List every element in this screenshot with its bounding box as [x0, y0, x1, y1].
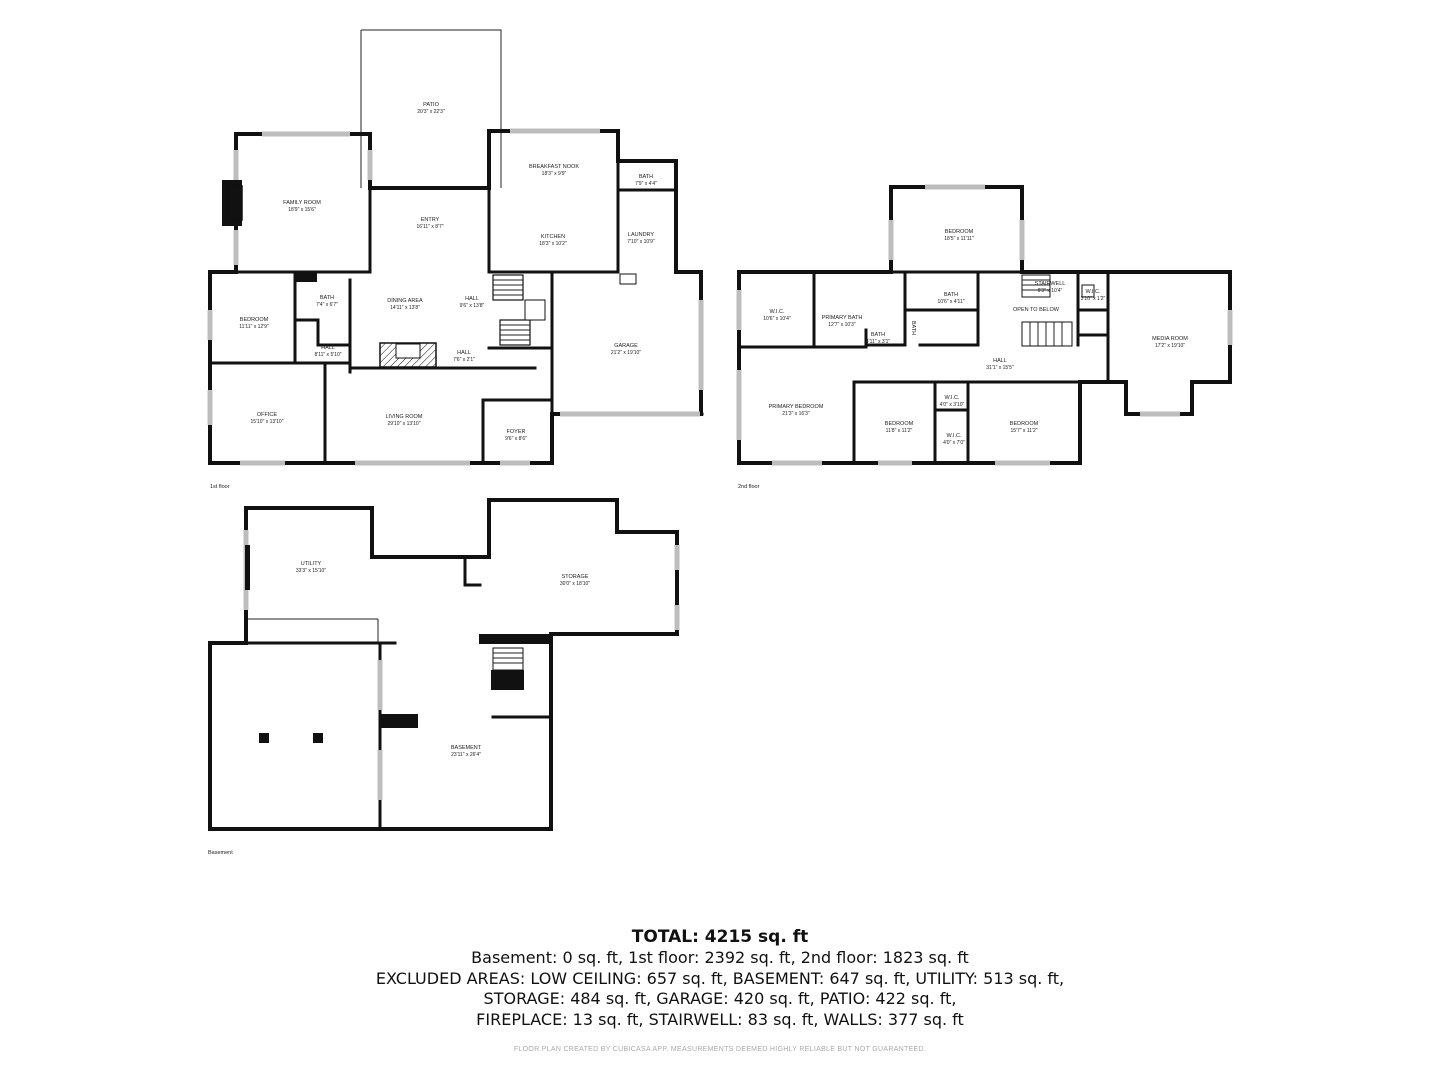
summary-line-floors: Basement: 0 sq. ft, 1st floor: 2392 sq. … [471, 948, 969, 967]
room-name-bedroom-2: BEDROOM [885, 421, 914, 427]
room-dims-living: 29'10" x 13'10" [388, 421, 421, 427]
room-dims-bedroom-top: 18'5" x 11'11" [944, 236, 974, 242]
room-name-bath-1: BATH [320, 295, 334, 301]
room-name-bath-small: BATH [639, 174, 653, 180]
basement-floor-label: Basement [208, 850, 233, 856]
room-dims-bath-1: 7'4" x 6'7" [316, 302, 338, 308]
room-dims-storage: 30'0" x 18'10" [560, 581, 590, 587]
room-name-patio: PATIO [423, 102, 439, 108]
room-name-bath-vert: BATH [910, 321, 916, 335]
summary-line-excluded-3: FIREPLACE: 13 sq. ft, STAIRWELL: 83 sq. … [476, 1009, 964, 1029]
room-name-bath-tiny: BATH [871, 332, 885, 338]
room-name-hall-3: HALL [457, 350, 471, 356]
room-dims-entry: 16'11" x 8'7" [416, 224, 443, 230]
room-name-foyer: FOYER [507, 429, 526, 435]
basement-stairs [491, 647, 524, 690]
first-floor-plan [207, 29, 704, 466]
room-dims-media: 17'2" x 19'10" [1155, 343, 1185, 349]
room-dims-wic-2: 4'0" x 3'10" [940, 402, 965, 408]
room-dims-wic-1: 10'6" x 10'4" [763, 316, 791, 322]
room-dims-hall-3: 7'6" x 2'1" [453, 357, 475, 363]
room-name-wic-2: W.I.C. [945, 395, 960, 401]
room-dims-laundry: 7'10" x 10'9" [627, 239, 655, 245]
room-dims-stairwell: 8'3" x 10'4" [1038, 288, 1063, 294]
room-dims-family-room: 18'9" x 15'6" [288, 207, 316, 213]
room-name-bedroom-1: BEDROOM [240, 317, 269, 323]
area-summary: TOTAL: 4215 sq. ft Basement: 0 sq. ft, 1… [0, 926, 1440, 1030]
room-name-basement: BASEMENT [451, 745, 482, 751]
summary-line-excluded-2: STORAGE: 484 sq. ft, GARAGE: 420 sq. ft,… [483, 989, 957, 1008]
room-dims-dining: 14'11" x 13'8" [390, 305, 420, 311]
room-dims-hall-up: 31'1" x 15'5" [986, 365, 1014, 371]
room-name-media: MEDIA ROOM [1152, 336, 1188, 342]
room-dims-bath-tiny: 4'11" x 3'1" [866, 339, 890, 345]
room-name-primary-bed: PRIMARY BEDROOM [769, 404, 824, 410]
summary-line-excluded-1: EXCLUDED AREAS: LOW CEILING: 657 sq. ft,… [375, 968, 1065, 988]
room-name-bath-2: BATH [944, 292, 958, 298]
room-dims-bath-small: 7'9" x 4'4" [635, 181, 657, 187]
room-dims-hall-2: 8'11" x 5'10" [314, 352, 341, 358]
room-name-breakfast-nook: BREAKFAST NOOK [529, 164, 579, 170]
second-floor-stairwell [1021, 274, 1095, 347]
room-name-kitchen: KITCHEN [541, 234, 565, 240]
room-dims-breakfast-nook: 18'3" x 9'9" [542, 171, 567, 177]
basement-exterior-walls [208, 498, 679, 831]
room-dims-hall-1: 9'6" x 13'8" [460, 303, 485, 309]
room-name-primary-bath: PRIMARY BATH [822, 315, 863, 321]
room-dims-foyer: 9'6" x 8'6" [505, 436, 527, 442]
room-dims-patio: 20'3" x 22'3" [417, 109, 445, 115]
room-name-garage: GARAGE [614, 343, 638, 349]
room-name-entry: ENTRY [421, 217, 440, 223]
room-dims-primary-bath: 12'7" x 10'3" [828, 322, 856, 328]
room-dims-utility: 33'3" x 15'10" [296, 568, 326, 574]
disclaimer: FLOOR PLAN CREATED BY CUBICASA APP. MEAS… [513, 1046, 927, 1053]
room-name-wic-3: W.I.C. [947, 433, 962, 439]
room-dims-bedroom-2: 11'8" x 11'2" [886, 428, 913, 434]
room-dims-bath-2: 10'6" x 4'11" [937, 299, 964, 305]
room-dims-primary-bed: 21'3" x 16'3" [782, 411, 810, 417]
second-floor-exterior-walls [737, 185, 1232, 465]
room-dims-wic-small: 3'10" x 1'2" [1081, 296, 1106, 302]
room-dims-bedroom-3: 15'7" x 11'2" [1010, 428, 1037, 434]
room-dims-office: 15'10" x 13'10" [251, 419, 284, 425]
second-floor-plan [736, 184, 1233, 466]
room-name-bedroom-3: BEDROOM [1010, 421, 1039, 427]
room-name-bedroom-top: BEDROOM [945, 229, 974, 235]
room-name-family-room: FAMILY ROOM [283, 200, 321, 206]
room-name-hall-2: HALL [321, 345, 335, 351]
room-name-wic-1: W.I.C. [770, 309, 785, 315]
room-name-utility: UTILITY [301, 561, 322, 567]
first-floor-stairs [492, 274, 546, 346]
room-name-storage: STORAGE [562, 574, 589, 580]
room-name-dining: DINING AREA [387, 298, 423, 304]
room-dims-kitchen: 18'3" x 10'2" [539, 241, 567, 247]
room-name-hall-up: HALL [993, 358, 1007, 364]
room-name-office: OFFICE [257, 412, 277, 418]
room-dims-garage: 21'2" x 19'10" [611, 350, 641, 356]
room-dims-basement: 23'11" x 26'4" [451, 752, 481, 758]
room-name-living: LIVING ROOM [386, 414, 423, 420]
room-dims-wic-3: 4'0" x 7'0" [943, 440, 965, 446]
first-floor-label: 1st floor [210, 484, 230, 490]
room-name-stairwell: STAIRWELL [1035, 281, 1066, 287]
basement-plan [208, 498, 680, 831]
room-name-open-below: OPEN TO BELOW [1013, 307, 1060, 313]
room-dims-bedroom-1: 11'11" x 12'9" [239, 324, 269, 330]
room-name-wic-small: W.I.C. [1086, 289, 1101, 295]
second-floor-label: 2nd floor [738, 484, 760, 490]
room-name-hall-1: HALL [465, 296, 479, 302]
room-name-laundry: LAUNDRY [628, 232, 655, 238]
total-area: TOTAL: 4215 sq. ft [631, 927, 809, 947]
